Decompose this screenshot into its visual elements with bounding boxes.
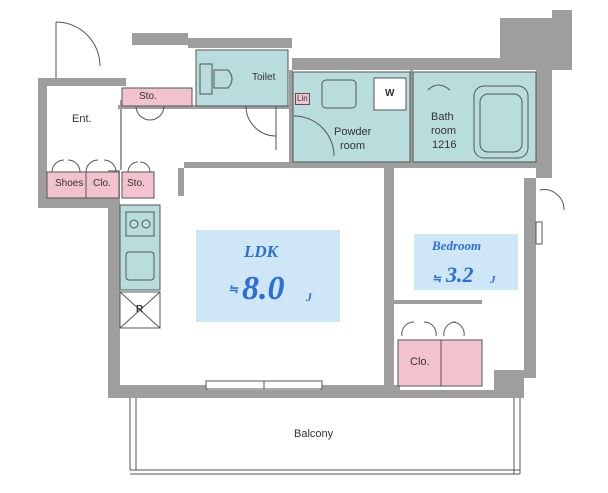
storage-top bbox=[121, 87, 193, 107]
storage-bottom-label: Sto. bbox=[127, 178, 145, 189]
powder-room-label-1: Powder bbox=[334, 126, 372, 138]
ldk-name: LDK bbox=[244, 242, 278, 261]
bedroom-approx: ≒ bbox=[432, 273, 442, 285]
storage-areas bbox=[46, 87, 483, 387]
powder-room-label-2: room bbox=[340, 140, 366, 152]
fridge-label: R bbox=[136, 304, 144, 315]
windows bbox=[205, 380, 323, 390]
kitchen-counter bbox=[119, 204, 161, 291]
bath-room-label-2: room bbox=[431, 125, 457, 137]
fridge-box bbox=[119, 291, 161, 329]
bath-room-label-1: Bath bbox=[431, 111, 454, 123]
bedroom-highlight bbox=[414, 234, 518, 290]
washer-label: W bbox=[385, 88, 395, 99]
bedroom-size: 3.2 bbox=[446, 262, 474, 287]
shoes-label: Shoes bbox=[55, 178, 84, 189]
stove-fixture bbox=[125, 211, 155, 281]
ldk-size: 8.0 bbox=[242, 270, 285, 307]
walls bbox=[38, 10, 572, 398]
balcony-label: Balcony bbox=[294, 428, 334, 440]
wet-areas bbox=[119, 49, 537, 291]
bedroom-unit: J bbox=[490, 274, 496, 286]
shoes-closet-label: Clo. bbox=[93, 178, 111, 189]
ldk-unit: J bbox=[306, 290, 312, 304]
bedroom-closet bbox=[397, 339, 483, 387]
bathtub-fixture bbox=[427, 84, 529, 159]
toilet-label: Toilet bbox=[252, 72, 276, 83]
storage-top-label: Sto. bbox=[139, 91, 157, 102]
balcony-area bbox=[129, 398, 521, 475]
shoes-closet bbox=[46, 171, 120, 199]
bath-size-label: 1216 bbox=[432, 139, 457, 151]
toilet-room bbox=[195, 49, 289, 107]
closet-label: Clo. bbox=[410, 356, 430, 368]
doors bbox=[51, 21, 565, 337]
toilet-fixture bbox=[199, 63, 233, 95]
ldk-approx: ≒ bbox=[228, 282, 239, 296]
ldk-highlight bbox=[196, 230, 340, 322]
entrance-label: Ent. bbox=[72, 113, 92, 125]
bedroom-name: Bedroom bbox=[432, 238, 482, 253]
storage-bottom bbox=[121, 171, 155, 199]
sink-fixture bbox=[321, 77, 407, 111]
linen-label: Lin bbox=[295, 93, 310, 105]
